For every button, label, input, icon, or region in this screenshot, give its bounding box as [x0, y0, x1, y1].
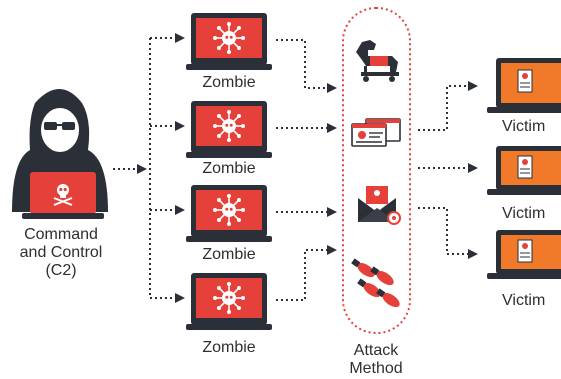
c2-label-line-2: and Control [19, 244, 103, 261]
victim-connectors [418, 81, 478, 259]
attack-method-label-line-1: Attack [353, 342, 399, 359]
zombie-label-1: Zombie [202, 74, 256, 91]
bombs-icon [351, 258, 400, 308]
c2-label-line-3: (C2) [45, 262, 77, 279]
botnet-icon [213, 194, 245, 226]
hacker-icon [12, 89, 108, 219]
zombie-laptop-2 [186, 101, 272, 158]
attack-method-label: Attack Method [336, 342, 416, 378]
botnet-icon [213, 110, 245, 142]
victim-laptop-1 [487, 58, 561, 113]
victim-laptop-2 [487, 146, 561, 195]
c2-connectors [113, 33, 185, 303]
attack-method-capsule [342, 7, 411, 334]
trojan-horse-icon [356, 40, 399, 82]
zombie-laptop-3 [186, 185, 272, 242]
zombie-connectors [276, 39, 337, 301]
victim-laptop-3 [487, 230, 561, 279]
zombie-laptop-4 [186, 273, 272, 330]
skull-icon [53, 184, 73, 206]
c2-label-line-1: Command [24, 226, 98, 243]
victim-label-2: Victim [502, 205, 546, 222]
victim-label-3: Victim [502, 292, 546, 309]
zombie-laptop-1 [186, 13, 272, 70]
victim-label-1: Victim [502, 118, 546, 135]
botnet-icon [213, 22, 245, 54]
phishing-pages-icon [351, 118, 401, 147]
c2-label: Command and Control (C2) [0, 226, 122, 280]
zombie-label-3: Zombie [202, 246, 256, 263]
botnet-icon [213, 282, 245, 314]
zombie-label-4: Zombie [202, 339, 256, 356]
malicious-email-icon [358, 186, 401, 225]
zombie-label-2: Zombie [202, 160, 256, 177]
attack-method-label-line-2: Method [349, 360, 403, 377]
